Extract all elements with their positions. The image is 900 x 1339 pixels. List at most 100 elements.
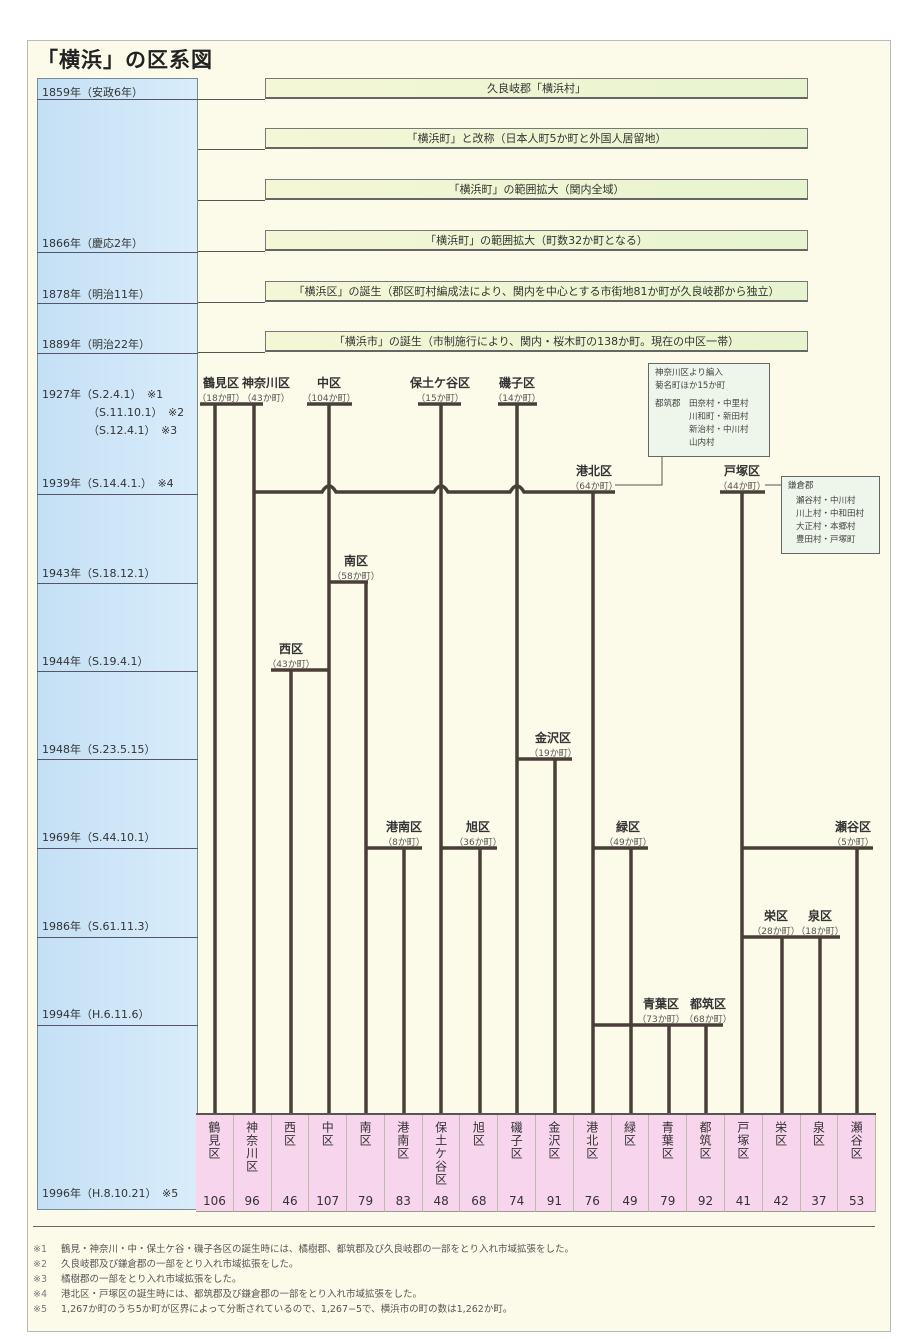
note1-connector [615, 457, 663, 486]
footnote-text: 橘樹郡の一部をとり入れ市域拡張をした。 [61, 1274, 242, 1285]
event-box: 「横浜市」の誕生（市制施行により、関内・桜木町の138か町。現在の中区一帯） [265, 331, 808, 352]
line-nishi [271, 668, 329, 1113]
ward-name: 中区 [320, 1121, 335, 1147]
footnote-mark: ※1 [33, 1244, 48, 1255]
ward-name: 瀬谷区 [849, 1121, 864, 1160]
note-totsuka-annexation: 鎌倉郡瀬谷村・中川村川上村・中和田村大正村・本郷村豊田村・戸塚町 [781, 476, 880, 554]
line-hodogaya [418, 402, 461, 1113]
connector [198, 149, 265, 150]
line-aoba-tsuzuki [593, 1023, 723, 1113]
ward-name: 金沢区 [546, 1121, 561, 1160]
ward-aoba: 青葉区（73か町） [637, 997, 685, 1025]
year-label: 1944年（S.19.4.1） [42, 655, 149, 668]
divider [37, 1025, 198, 1026]
ward-seya: 瀬谷区（5か町） [832, 820, 874, 848]
ward-name: 青葉区 [660, 1121, 675, 1160]
ward-name: 港南区 [395, 1121, 410, 1160]
connector [198, 200, 265, 201]
note-line: 菊名町ほか15か町 [655, 381, 726, 391]
town-count: 42 [773, 1194, 789, 1208]
divider [37, 99, 198, 100]
divider [37, 303, 198, 304]
connector [198, 99, 265, 100]
divider [37, 494, 198, 495]
ward-totsuka: 戸塚区（44か町） [718, 464, 766, 492]
ward-konan: 港南区（8か町） [383, 820, 425, 848]
ward-hodogaya: 保土ケ谷区（15か町） [409, 376, 471, 404]
ward-naka: 中区（104か町） [302, 376, 356, 404]
year-label: 1927年（S.2.4.1） ※1 [42, 388, 164, 401]
line-kanazawa [517, 757, 572, 1113]
ward-minami: 南区（58か町） [332, 554, 380, 582]
year-label: 1996年（H.8.10.21） ※5 [42, 1187, 179, 1200]
ward-name: 栄区 [773, 1121, 788, 1147]
line-kohoku-branch [254, 484, 615, 1113]
event-box: 「横浜町」と改称（日本人町5か町と外国人居留地） [265, 128, 808, 149]
note-line: 豊田村・戸塚町 [796, 535, 856, 545]
footnote-mark: ※2 [33, 1259, 48, 1270]
town-count: 107 [316, 1194, 340, 1208]
note-line: 瀬谷村・中川村 [796, 496, 856, 506]
connector [198, 352, 265, 353]
year-label: 1948年（S.23.5.15） [42, 743, 156, 756]
table-column: 栄区 42 [762, 1115, 801, 1212]
divider [37, 252, 198, 253]
note-line: 大正村・本郷村 [796, 522, 856, 532]
table-column: 金沢区 91 [536, 1115, 574, 1212]
table-column: 港南区 83 [384, 1115, 423, 1212]
footnote-mark: ※3 [33, 1274, 48, 1285]
divider [37, 583, 198, 584]
note-line: 川上村・中和田村 [796, 509, 865, 519]
town-count: 91 [546, 1194, 563, 1208]
year-label: 1866年（慶応2年） [42, 237, 143, 250]
ward-name: 南区 [358, 1121, 373, 1147]
ward-name: 鶴見区 [206, 1121, 221, 1160]
ward-isogo: 磯子区（14か町） [493, 376, 541, 404]
year-label: 1986年（S.61.11.3） [42, 920, 156, 933]
line-asahi [441, 846, 497, 1113]
ward-izumi: 泉区（18か町） [796, 909, 844, 937]
ward-kanazawa: 金沢区（19か町） [529, 731, 577, 759]
town-count: 83 [395, 1194, 411, 1208]
ward-name: 港北区 [584, 1121, 599, 1160]
ward-kanagawa: 神奈川区（43か町） [241, 376, 291, 404]
ward-name: 旭区 [471, 1121, 486, 1147]
table-column: 中区 107 [309, 1115, 348, 1212]
divider [33, 1226, 875, 1227]
ward-asahi: 旭区（36か町） [454, 820, 502, 848]
line-konan [366, 846, 422, 1113]
note-line: 山内村 [655, 438, 715, 448]
town-count: 92 [697, 1194, 714, 1208]
table-column: 鶴見区 106 [196, 1115, 234, 1212]
note-line: 新治村・中川村 [655, 425, 749, 435]
divider [37, 759, 198, 760]
year-label: 1889年（明治22年） [42, 338, 150, 351]
note-line: 鎌倉郡 [788, 481, 814, 491]
ward-midori: 緑区（49か町） [604, 820, 652, 848]
year-label: 1878年（明治11年） [42, 288, 150, 301]
footnote-mark: ※4 [33, 1289, 48, 1300]
town-count: 41 [735, 1194, 751, 1208]
town-count: 49 [622, 1194, 638, 1208]
event-box: 「横浜町」の範囲拡大（関内全域） [265, 179, 808, 200]
year-label: （S.12.4.1） ※3 [88, 424, 178, 437]
ward-name: 神奈川区 [244, 1121, 259, 1173]
footnote-text: 久良岐郡及び鎌倉郡の一部をとり入れ市域拡張をした。 [61, 1259, 299, 1270]
town-count: 48 [433, 1194, 449, 1208]
line-minami [329, 580, 368, 1113]
year-label: （S.11.10.1） ※2 [88, 406, 185, 419]
year-label: 1859年（安政6年） [42, 86, 143, 99]
connector [198, 251, 265, 252]
town-count: 106 [202, 1194, 226, 1208]
ward-nishi: 西区（43か町） [267, 642, 315, 670]
